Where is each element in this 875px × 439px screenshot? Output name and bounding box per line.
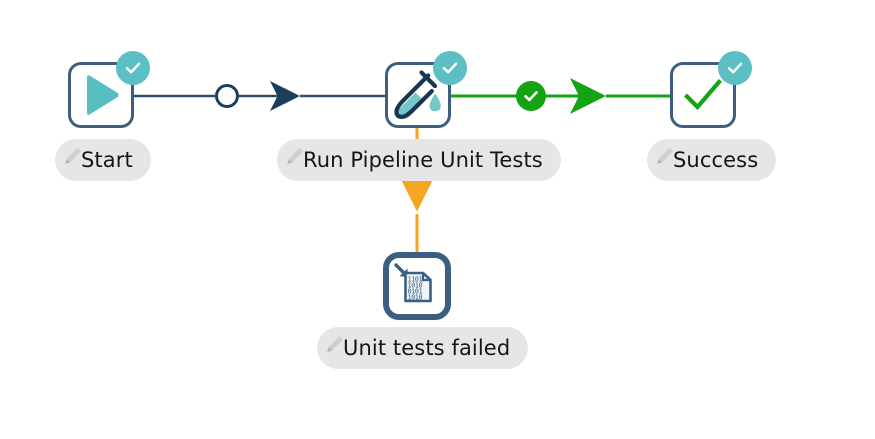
status-badge-success[interactable] (718, 51, 752, 85)
check-icon (442, 62, 458, 74)
node-label-text: Start (81, 148, 133, 172)
node-label-run-pipeline-unit-tests[interactable]: Run Pipeline Unit Tests (277, 139, 561, 181)
node-label-text: Unit tests failed (343, 336, 511, 360)
pencil-icon[interactable] (325, 334, 345, 354)
svg-text:1101: 1101 (408, 276, 423, 284)
green-check-icon (684, 79, 722, 111)
test-tube-icon (394, 70, 441, 119)
node-label-text: Run Pipeline Unit Tests (303, 148, 543, 172)
pencil-icon[interactable] (655, 146, 675, 166)
check-icon (727, 62, 743, 74)
pencil-icon[interactable] (285, 146, 305, 166)
check-icon (524, 91, 538, 102)
status-badge-start[interactable] (116, 51, 150, 85)
play-icon (87, 75, 119, 115)
node-label-unit-tests-failed[interactable]: Unit tests failed (317, 327, 529, 369)
binary-file-icon: 1101 1010 0101 1010 (394, 263, 432, 303)
node-label-start[interactable]: Start (55, 139, 151, 181)
svg-text:0101: 0101 (408, 288, 423, 296)
svg-text:1010: 1010 (408, 293, 423, 301)
node-label-text: Success (673, 148, 759, 172)
svg-text:1010: 1010 (408, 282, 423, 290)
edge-marker-circle[interactable] (215, 84, 239, 108)
edge-marker-green-check[interactable] (516, 81, 546, 111)
node-label-success[interactable]: Success (647, 139, 777, 181)
check-icon (125, 62, 141, 74)
node-start[interactable] (68, 62, 134, 128)
status-badge-run-pipeline-unit-tests[interactable] (433, 51, 467, 85)
pencil-icon[interactable] (63, 146, 83, 166)
node-unit-tests-failed[interactable]: 1101 1010 0101 1010 (383, 252, 451, 320)
